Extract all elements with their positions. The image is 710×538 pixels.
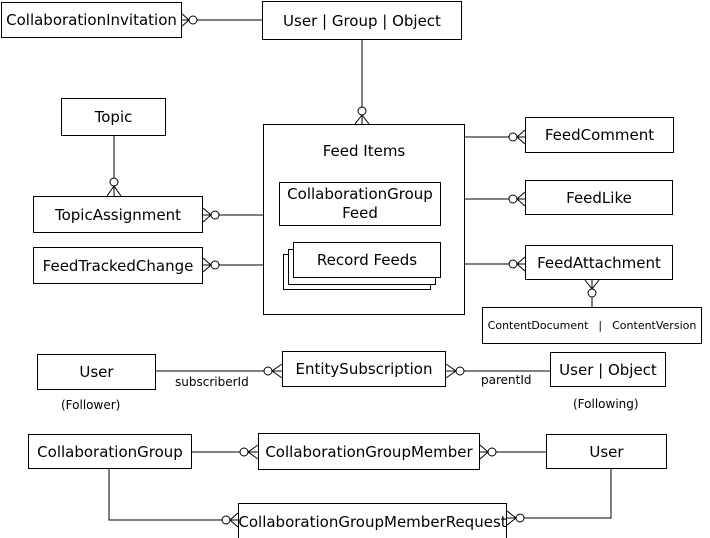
entity-label: CollaborationGroupMemberRequest <box>238 512 507 531</box>
entity-label: TopicAssignment <box>54 205 182 224</box>
entity-topic-assignment: TopicAssignment <box>33 196 203 233</box>
entity-label: CollaborationInvitation <box>6 11 177 29</box>
entity-subscriber-user: User <box>37 354 156 390</box>
content-separator: | <box>598 319 603 332</box>
entity-label: FeedAttachment <box>537 253 661 272</box>
content-document-label: ContentDocument <box>487 319 589 332</box>
entity-label: CollaborationGroup <box>37 442 183 461</box>
entity-label: Feed Items <box>322 142 406 160</box>
rel-feeditems-owner-line <box>354 40 370 125</box>
entity-entity-subscription: EntitySubscription <box>282 351 446 387</box>
rel-content-line <box>584 279 600 307</box>
rel-groupmember-user-line <box>479 444 546 460</box>
entity-feed-attachment: FeedAttachment <box>525 245 673 280</box>
rel-memberrequest-user-line <box>506 469 612 526</box>
rel-feedcomment-line <box>465 129 526 145</box>
rel-feedlike-line <box>465 191 526 207</box>
entity-content-document-version: ContentDocument | ContentVersion <box>482 307 702 344</box>
rel-parent-line <box>445 363 550 379</box>
entity-record-feeds: Record Feeds <box>293 242 441 278</box>
entity-label: FeedComment <box>544 126 655 144</box>
entity-label: FeedLike <box>566 188 632 207</box>
entity-feed-tracked-change: FeedTrackedChange <box>33 247 203 284</box>
content-version-label: ContentVersion <box>612 319 697 332</box>
entity-user-group-object: User | Group | Object <box>262 1 462 40</box>
entity-label: Record Feeds <box>316 251 418 269</box>
entity-label: User <box>589 442 624 461</box>
rel-feedattachment-line <box>465 256 526 272</box>
entity-feed-like: FeedLike <box>525 180 673 215</box>
entity-label: Topic <box>94 108 133 126</box>
entity-collaboration-group-feed: CollaborationGroup Feed <box>279 182 441 226</box>
entity-feed-comment: FeedComment <box>525 117 674 153</box>
rel-topicassignment-line <box>202 207 263 223</box>
rel-invitation-line <box>180 12 262 28</box>
entity-label: EntitySubscription <box>295 360 433 378</box>
parent-id-label: parentId <box>481 373 532 387</box>
entity-topic: Topic <box>61 98 166 136</box>
entity-member-user: User <box>546 434 667 469</box>
rel-groupmember-group-line <box>192 444 259 460</box>
rel-subscriber-line <box>156 363 283 379</box>
entity-collaboration-group: CollaborationGroup <box>28 434 192 469</box>
entity-collaboration-group-member-request: CollaborationGroupMemberRequest <box>238 503 507 538</box>
rel-topic-line <box>106 136 122 197</box>
following-label: (Following) <box>573 397 639 411</box>
follower-label: (Follower) <box>61 398 121 412</box>
rel-memberrequest-group-line <box>108 469 239 528</box>
entity-parent-user-object: User | Object <box>550 352 666 387</box>
entity-label: CollaborationGroupMember <box>265 442 473 461</box>
entity-collaboration-group-member: CollaborationGroupMember <box>258 433 480 470</box>
entity-label-line2: Feed <box>342 204 378 222</box>
entity-label: FeedTrackedChange <box>42 256 194 275</box>
entity-label: User | Object <box>559 360 657 379</box>
entity-label-line1: CollaborationGroup <box>287 185 433 203</box>
subscriber-id-label: subscriberId <box>175 375 249 389</box>
entity-label: User | Group | Object <box>283 11 441 30</box>
entity-label: User <box>79 363 114 381</box>
entity-collaboration-invitation: CollaborationInvitation <box>1 2 182 38</box>
